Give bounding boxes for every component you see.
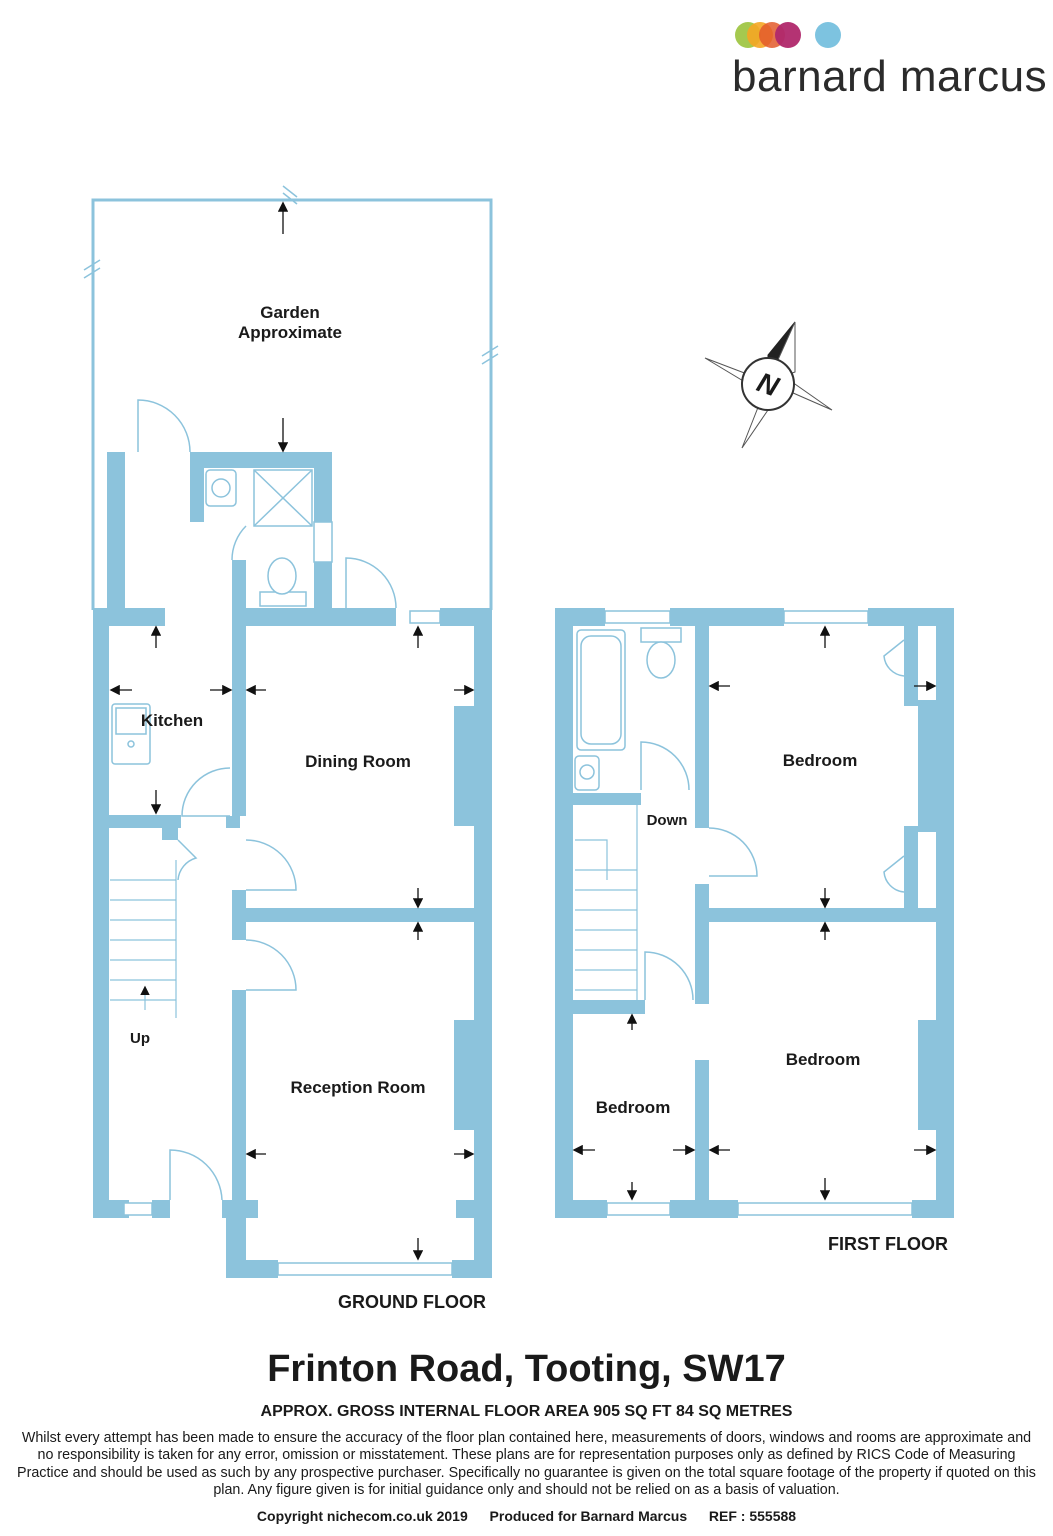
bedroom-front-label: Bedroom: [786, 1050, 861, 1069]
ground-floor-walls: [93, 452, 492, 1278]
measurement-arrows: [109, 201, 937, 1261]
floor-area: APPROX. GROSS INTERNAL FLOOR AREA 905 SQ…: [260, 1403, 793, 1420]
bedroom-rear-label: Bedroom: [783, 751, 858, 770]
floor-plan: N Garden Approximate Kitchen Dining Room…: [83, 185, 954, 1312]
doors: [137, 399, 905, 1201]
footer-produced: Produced for Barnard Marcus: [489, 1508, 688, 1524]
logo-dot-4: [775, 22, 801, 48]
kitchen-label: Kitchen: [141, 711, 203, 730]
footer-line: Copyright nichecom.co.uk 2019 Produced f…: [0, 1508, 1053, 1524]
property-title: Frinton Road, Tooting, SW17: [267, 1348, 786, 1390]
first-stairs-label: Down: [647, 812, 688, 829]
brand-name: barnard marcus: [732, 52, 1048, 101]
bedroom-small-label: Bedroom: [596, 1098, 671, 1117]
garden-boundary-ticks: [83, 185, 499, 365]
dining-room-label: Dining Room: [305, 752, 411, 771]
garden-outline: [91, 198, 493, 610]
footer-ref: REF : 555588: [708, 1508, 797, 1524]
first-floor-caption: FIRST FLOOR: [828, 1234, 948, 1254]
garden-label-line2: Approximate: [238, 323, 342, 342]
compass-rose: N: [704, 321, 833, 449]
logo-dot-5: [815, 22, 841, 48]
first-toilet-bowl: [646, 641, 676, 679]
disclaimer-text: Whilst every attempt has been made to en…: [17, 1430, 1036, 1499]
bathroom-fixtures: [111, 469, 682, 791]
ground-stairs: [110, 860, 177, 1018]
footer-copyright: Copyright nichecom.co.uk 2019: [256, 1508, 468, 1524]
brand-logo-dots: [735, 22, 841, 48]
compass-circle: [741, 357, 795, 411]
first-floor-walls: [555, 608, 954, 1218]
ground-floor-caption: GROUND FLOOR: [338, 1292, 486, 1312]
garden-label-line1: Garden: [260, 303, 320, 322]
first-toilet-cistern: [640, 627, 682, 643]
first-stairs: [575, 805, 638, 1000]
reception-room-label: Reception Room: [290, 1078, 425, 1097]
ground-stairs-label: Up: [130, 1030, 150, 1047]
ground-toilet-bowl: [267, 557, 297, 595]
windows: [123, 521, 913, 1276]
